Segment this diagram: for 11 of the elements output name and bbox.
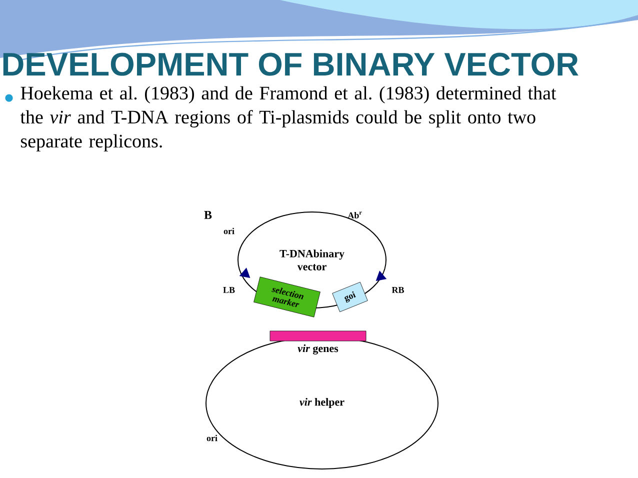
- gene-bar: [270, 330, 366, 342]
- part-label: ori: [206, 434, 218, 442]
- part-label: RB: [392, 287, 404, 293]
- bullet-text: Hoekema et al. (1983) and de Framond et al. (1983) determined that the vir and T-DNA regions of Ti-plasmids could be split onto two separate replicons.: [20, 86, 556, 152]
- part-label: Ab$^{r}$: [348, 212, 362, 218]
- gene-box: goi: [332, 282, 368, 312]
- part-label: B: [204, 211, 212, 219]
- part-label: LB: [223, 287, 235, 293]
- gene-label: vir genes: [298, 344, 338, 354]
- slide-title: DEVELOPMENT OF BINARY VECTOR: [3, 52, 578, 76]
- gene-box: selection marker: [254, 276, 320, 318]
